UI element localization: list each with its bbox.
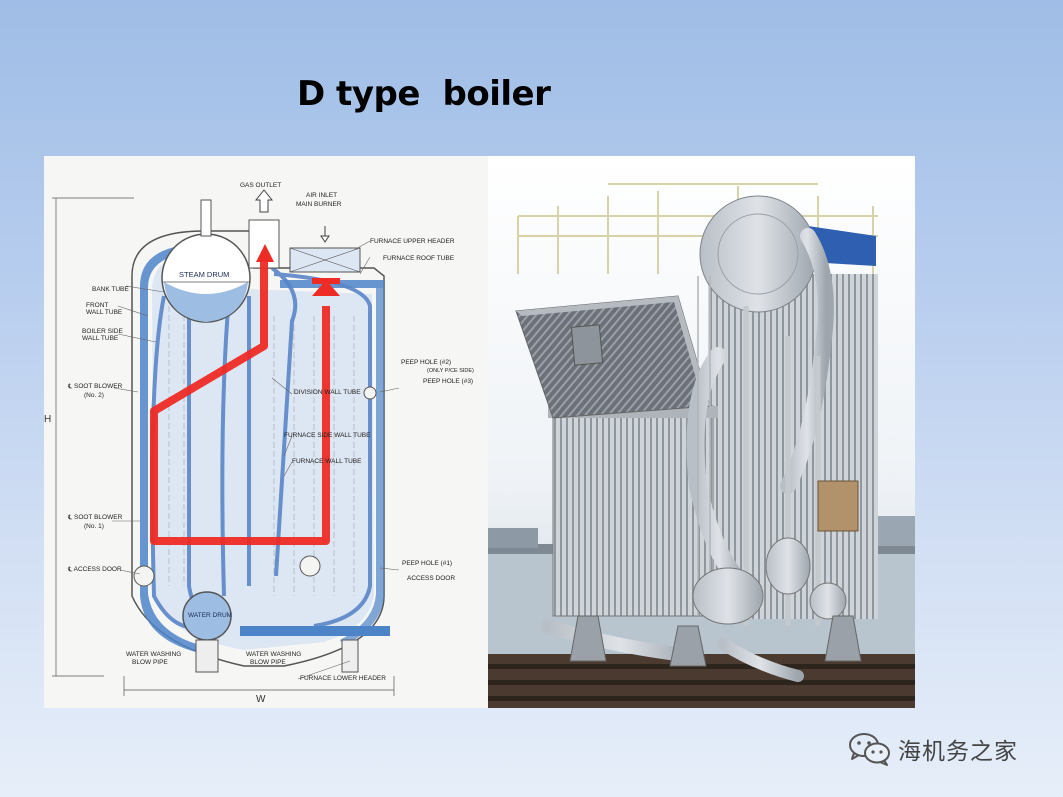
label-furnace-upper-header: FURNACE UPPER HEADER — [370, 238, 455, 245]
label-steam-drum: STEAM DRUM — [179, 270, 230, 279]
right-wall-refractory — [340, 288, 384, 646]
label-water-drum: WATER DRUM — [188, 612, 233, 619]
label-front-wall-tube-1: FRONT — [86, 302, 109, 309]
label-boiler-side-wall-tube-2: WALL TUBE — [82, 335, 119, 342]
photo-steam-drum — [699, 195, 817, 313]
label-w: W — [256, 694, 266, 705]
label-water-washing-right-1: WATER WASHING — [246, 651, 302, 658]
label-soot-blower-1-no: (No. 1) — [84, 523, 104, 530]
furnace-lower-header — [240, 626, 390, 636]
label-boiler-side-wall-tube-1: BOILER SIDE — [82, 328, 123, 335]
watermark-text: 海机务之家 — [898, 739, 1018, 765]
burner-flame-arrow — [312, 280, 340, 296]
label-access-door-right: ACCESS DOOR — [407, 575, 456, 582]
label-bank-tube: BANK TUBE — [92, 286, 129, 293]
label-furnace-lower-header: FURNACE LOWER HEADER — [300, 675, 386, 682]
slide-title: D type boiler — [297, 74, 551, 114]
label-furnace-roof-tube: FURNACE ROOF TUBE — [383, 255, 455, 262]
label-front-wall-tube-2: WALL TUBE — [86, 309, 123, 316]
label-water-washing-left-1: WATER WASHING — [126, 651, 182, 658]
boiler-body-front — [552, 405, 714, 617]
wechat-icon — [849, 733, 890, 766]
gas-outlet-arrow — [256, 244, 274, 262]
label-main-burner: MAIN BURNER — [296, 201, 342, 208]
label-furnace-side-wall-tube: FURNACE SIDE WALL TUBE — [284, 432, 371, 439]
furnace-space — [152, 254, 374, 650]
label-soot-blower-2-no: (No. 2) — [84, 392, 104, 399]
label-soot-blower-2: ℄ SOOT BLOWER — [68, 383, 123, 390]
refractory-lining — [140, 244, 204, 654]
boiler-photo — [488, 156, 915, 708]
boiler-diagram-drawing — [52, 189, 400, 696]
label-water-washing-left-2: BLOW PIPE — [132, 659, 168, 666]
boiler-photo-drawing — [488, 156, 915, 708]
label-peep-hole-3: PEEP HOLE (#3) — [423, 378, 474, 385]
label-air-inlet: AIR INLET — [306, 192, 338, 199]
label-water-washing-right-2: BLOW PIPE — [250, 659, 286, 666]
label-peep-hole-2-note: (ONLY P/CE SIDE) — [427, 368, 474, 374]
label-soot-blower-1: ℄ SOOT BLOWER — [68, 514, 123, 521]
boiler-diagram: GAS OUTLET AIR INLET MAIN BURNER FURNACE… — [44, 156, 488, 708]
label-peep-hole-1: PEEP HOLE (#1) — [402, 560, 453, 567]
watermark: 海机务之家 — [848, 729, 1018, 769]
label-division-wall-tube: DIVISION WALL TUBE — [294, 389, 361, 396]
label-access-door-left: ℄ ACCESS DOOR — [68, 566, 122, 573]
label-gas-outlet: GAS OUTLET — [240, 182, 282, 189]
label-h: H — [44, 414, 52, 425]
label-furnace-wall-tube: FURNACE WALL TUBE — [292, 458, 362, 465]
gas-flow-path — [150, 260, 330, 545]
label-peep-hole-2: PEEP HOLE (#2) — [401, 359, 452, 366]
